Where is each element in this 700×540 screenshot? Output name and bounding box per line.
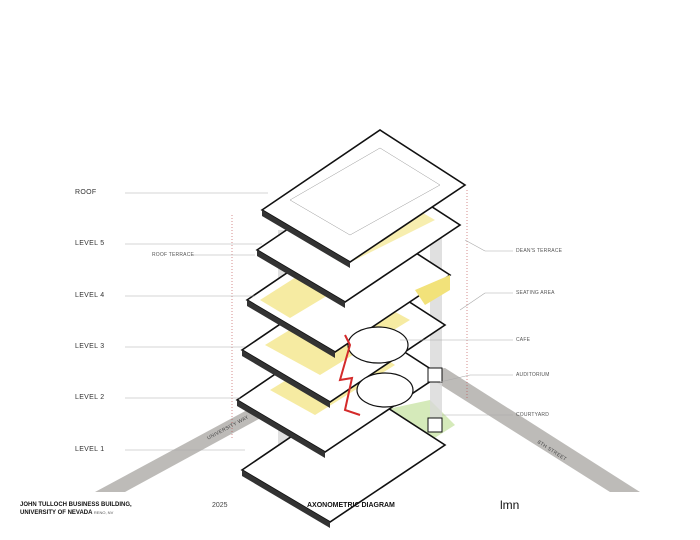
lmn-logo: LMN	[500, 498, 520, 512]
footer-building-line1: JOHN TULLOCH BUSINESS BUILDING,	[20, 502, 132, 508]
level-label-3: LEVEL 3	[75, 343, 105, 350]
callout-roof-terrace: ROOF TERRACE	[152, 252, 195, 258]
cafe-volume	[347, 326, 409, 364]
callout-courtyard: COURTYARD	[516, 412, 550, 418]
eighth-street-road	[420, 368, 640, 492]
footer-year: 2025	[212, 502, 228, 509]
level-label-1: LEVEL 1	[75, 446, 105, 453]
level-label-4: LEVEL 4	[75, 292, 105, 299]
auditorium-volume	[356, 372, 414, 408]
level-label-5: LEVEL 5	[75, 240, 105, 247]
footer-university: UNIVERSITY OF NEVADA	[20, 510, 93, 516]
floor-slab-roof	[260, 129, 467, 268]
callout-deans-terrace: DEAN'S TERRACE	[516, 248, 563, 254]
circulation-stair	[338, 334, 361, 416]
level-label-2: LEVEL 2	[75, 394, 105, 401]
footer-location: RENO, NV	[93, 510, 114, 515]
level-label-roof: ROOF	[75, 189, 97, 196]
footer-title: AXONOMETRIC DIAGRAM	[307, 502, 395, 509]
callout-auditorium: AUDITORIUM	[516, 372, 550, 378]
callout-cafe: CAFE	[516, 337, 531, 343]
callout-seating-area: SEATING AREA	[516, 290, 555, 296]
footer-building-line2: UNIVERSITY OF NEVADA RENO, NV	[20, 510, 113, 516]
